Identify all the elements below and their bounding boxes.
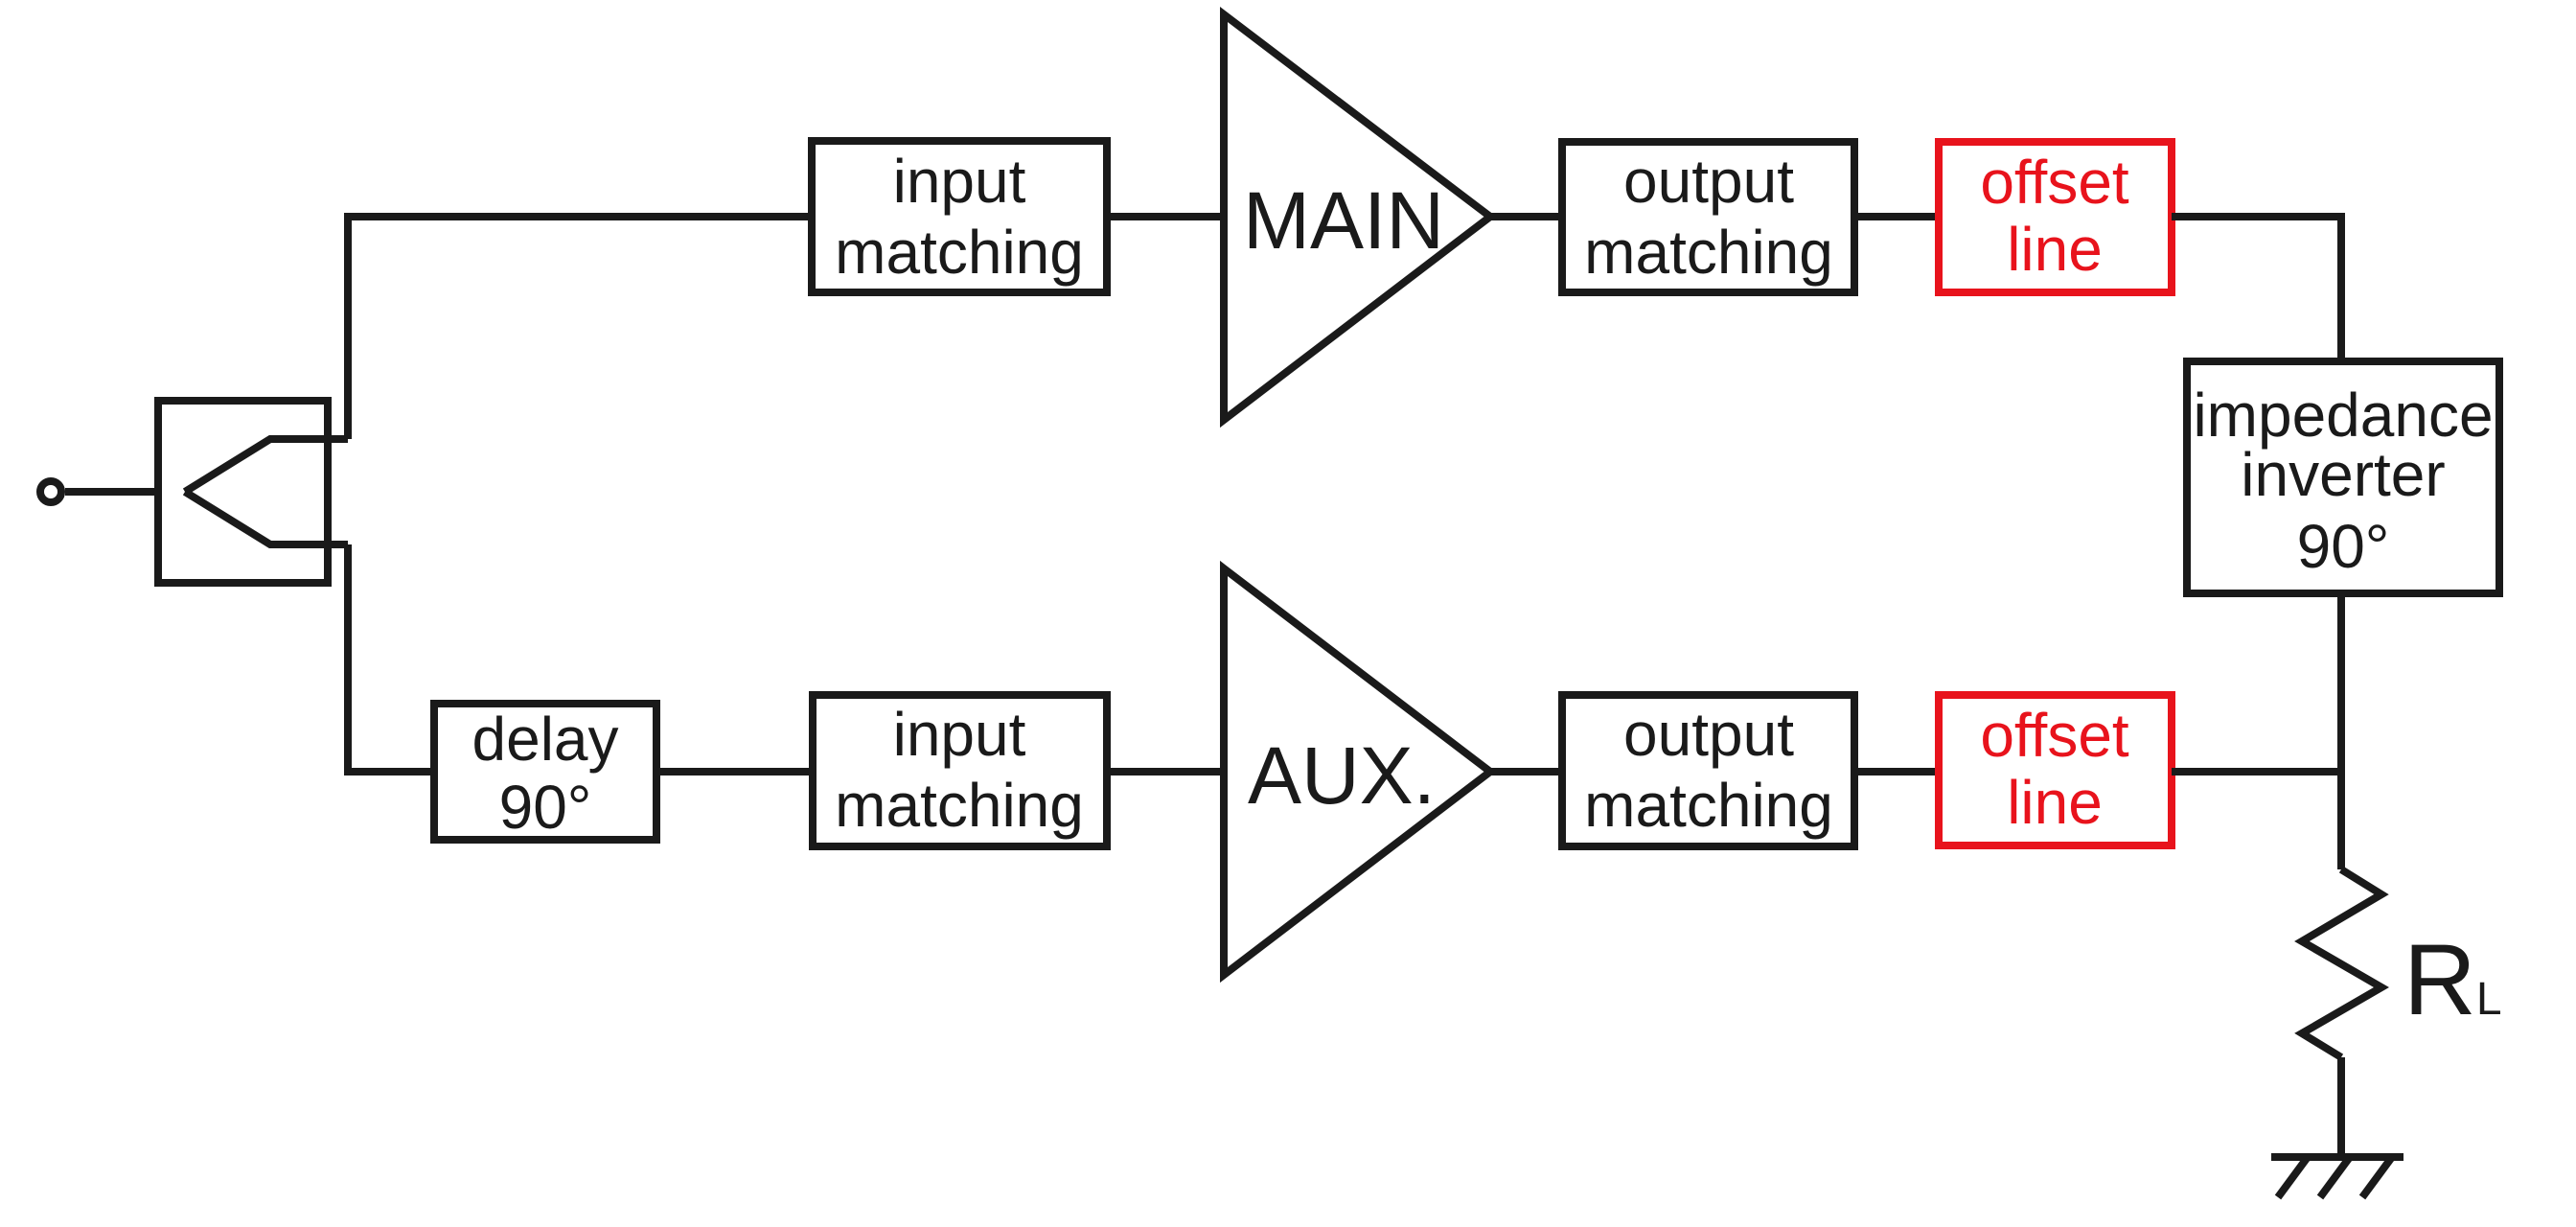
wire-splitter-to-delay [344,544,434,776]
load-label: RL [2404,924,2502,1036]
block-input-matching-bottom: input matching [809,691,1111,850]
input-matching-top-label-line1: input [893,147,1026,216]
resistor-zigzag-icon [2294,866,2389,1061]
offset-line-bottom-label-line1: offset [1980,701,2129,770]
impedance-inverter-label-line3: 90° [2297,512,2390,581]
block-input-matching-top: input matching [808,137,1111,296]
input-terminal-icon [36,477,65,506]
load-resistor: RL [2294,866,2502,1157]
delay-box [430,700,660,844]
output-matching-bottom-label-line2: matching [1584,771,1833,840]
wire-offset-top-to-impedance-inverter [2172,213,2345,361]
output-matching-bottom-label-line1: output [1623,700,1794,769]
offset-line-bottom-label-line2: line [2007,768,2103,837]
aux-amplifier-triangle-icon [1220,560,1497,984]
output-matching-top-box [1558,138,1858,296]
impedance-inverter-label-line1: impedance [2193,381,2493,450]
block-delay: delay 90° [430,700,660,844]
main-amplifier: MAIN [1220,6,1497,428]
ground-hatch-2-icon [2316,1154,2354,1200]
load-symbol: R [2404,924,2476,1036]
offset-line-top-label-line1: offset [1980,148,2129,217]
block-offset-line-top: offset line [1935,138,2175,296]
offset-line-bottom-box [1935,691,2175,849]
impedance-inverter: impedance inverter 90° [2183,358,2503,597]
output-matching-top-label-line1: output [1623,147,1794,216]
ground-hatch-1-icon [2274,1154,2312,1200]
wire-splitter-to-input-matching-top [344,213,812,439]
load-subscript: L [2476,974,2502,1025]
offset-line-top-label-line2: line [2007,215,2103,284]
output-matching-top-label-line2: matching [1584,218,1833,287]
block-output-matching-top: output matching [1558,138,1858,296]
delay-label-line2: 90° [499,773,592,842]
power-splitter [154,397,348,587]
input-matching-top-label-line2: matching [835,218,1084,287]
aux-amplifier: AUX. [1220,560,1497,984]
splitter-branch-bottom-icon [182,488,348,548]
block-offset-line-bottom: offset line [1935,691,2175,849]
input-matching-bottom-label-line2: matching [835,771,1084,840]
delay-label-line1: delay [472,705,619,774]
splitter-branch-top-icon [182,435,348,496]
input-matching-bottom-label-line1: input [893,700,1026,769]
splitter-box [154,397,332,587]
aux-amplifier-label: AUX. [1248,730,1436,821]
ground-symbol [2271,1153,2404,1200]
ground-hatch-3-icon [2358,1154,2396,1200]
main-amplifier-triangle-icon [1220,6,1497,428]
input-matching-top-box [808,137,1111,296]
impedance-inverter-box [2183,358,2503,597]
block-output-matching-bottom: output matching [1558,691,1858,850]
impedance-inverter-label-line2: inverter [2241,440,2445,509]
main-amplifier-label: MAIN [1243,175,1444,266]
